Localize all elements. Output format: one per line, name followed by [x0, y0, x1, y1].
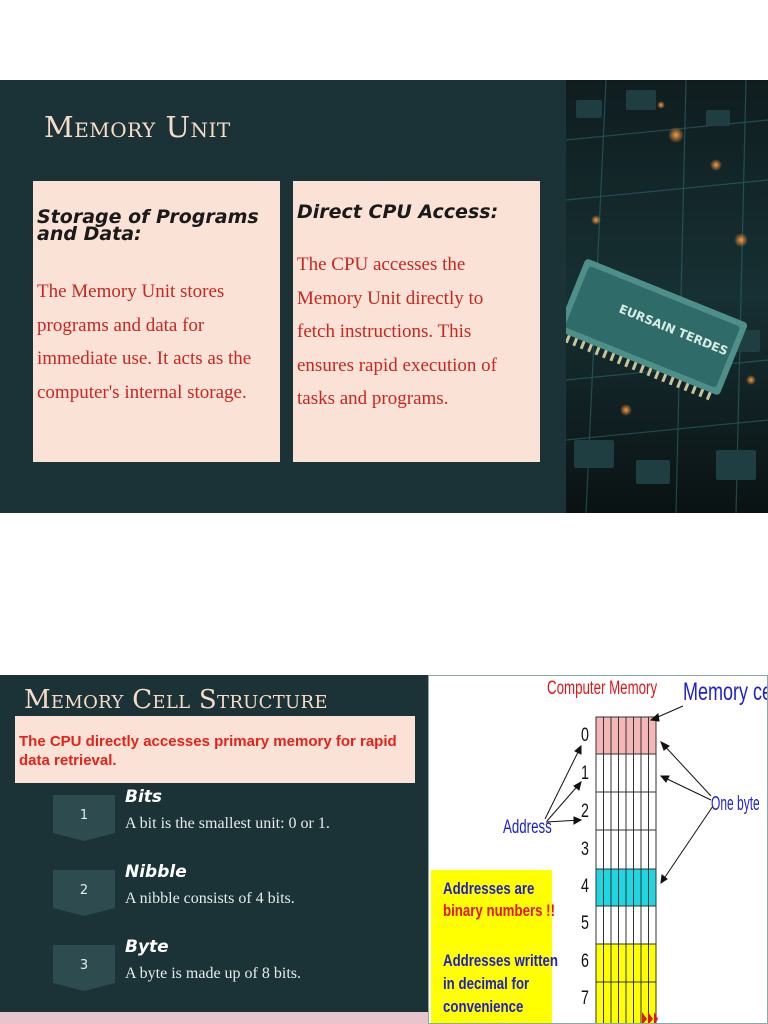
- address-note-box: Addresses are binary numbers !! Addresse…: [431, 870, 558, 1023]
- card-body-line: Memory Unit directly to: [297, 287, 484, 309]
- card-heading: Direct CPU Access:: [297, 201, 499, 223]
- card-body-line: programs and data for: [37, 314, 205, 336]
- memory-grid: [544, 705, 714, 1023]
- memory-unit-slide: Memory Unit Storage of Programs and Data…: [0, 80, 768, 513]
- card-body-line: tasks and programs.: [297, 388, 449, 409]
- list-item: 1 Bits A bit is the smallest unit: 0 or …: [0, 787, 428, 847]
- address-number: 1: [581, 763, 589, 784]
- memory-cell-slide: Memory Cell Structure The CPU directly a…: [0, 675, 428, 1024]
- item-label: Bits: [125, 787, 163, 807]
- memory-diagram: Computer Memory Memory cell One byte Add…: [428, 675, 768, 1024]
- hexagon-icon: [53, 795, 115, 841]
- card-body: The Memory Unit stores programs and data…: [37, 275, 276, 409]
- item-desc: A bit is the smallest unit: 0 or 1.: [125, 815, 330, 832]
- address-number: 4: [581, 876, 589, 897]
- card-body-line: computer's internal storage.: [37, 381, 247, 403]
- address-number: 2: [581, 801, 589, 822]
- card-body-line: ensures rapid execution of: [297, 354, 497, 376]
- card-body-line: The CPU accesses the: [297, 254, 466, 275]
- computer-memory-label: Computer Memory: [547, 678, 658, 699]
- card-heading: Storage of Programs and Data:: [37, 206, 276, 245]
- address-number: 3: [581, 839, 589, 860]
- card-body-line: fetch instructions. This: [297, 321, 472, 342]
- slide-title: Memory Cell Structure: [24, 685, 328, 715]
- item-label: Nibble: [125, 862, 187, 882]
- step-number: 1: [79, 808, 89, 823]
- address-number: 5: [581, 913, 589, 934]
- hexagon-icon: [53, 870, 115, 916]
- one-byte-label: One byte: [711, 793, 760, 815]
- card-body-line: immediate use. It acts as the: [37, 348, 252, 369]
- slide-title: Memory Unit: [44, 110, 231, 144]
- list-item: 3 Byte A byte is made up of 8 bits.: [0, 937, 428, 997]
- step-number: 3: [79, 958, 89, 973]
- note-line: convenience: [443, 997, 524, 1016]
- note-line: Addresses are: [443, 879, 535, 898]
- step-badge: 2: [53, 870, 115, 916]
- note-text: The CPU directly accesses primary memory…: [19, 733, 397, 769]
- circuit-board-illustration: EURSAIN TERDES: [566, 80, 768, 513]
- step-badge: 3: [53, 945, 115, 991]
- address-number: 7: [581, 988, 589, 1009]
- address-number: 6: [581, 951, 589, 972]
- note-line: binary numbers !!: [443, 901, 556, 920]
- cpu-access-card: Direct CPU Access: The CPU accesses the …: [293, 181, 540, 462]
- storage-card: Storage of Programs and Data: The Memory…: [33, 181, 280, 462]
- item-desc: A byte is made up of 8 bits.: [125, 965, 301, 982]
- list-item: 2 Nibble A nibble consists of 4 bits.: [0, 862, 428, 922]
- footer-strip: [0, 1012, 428, 1024]
- card-heading-line: Storage of Programs: [37, 206, 259, 228]
- note-line: in decimal for: [443, 974, 530, 993]
- step-badge: 1: [53, 795, 115, 841]
- card-body-line: The Memory Unit stores: [37, 281, 225, 302]
- item-label: Byte: [125, 937, 169, 957]
- address-label: Address: [503, 817, 552, 838]
- step-number: 2: [79, 883, 89, 898]
- hexagon-icon: [53, 945, 115, 991]
- memory-cell-label: Memory cell: [683, 678, 767, 706]
- item-desc: A nibble consists of 4 bits.: [125, 890, 295, 907]
- note-box: The CPU directly accesses primary memory…: [15, 716, 415, 783]
- circuit-board-photo: EURSAIN TERDES: [566, 80, 768, 513]
- card-heading-line: and Data:: [37, 223, 142, 245]
- card-body: The CPU accesses the Memory Unit directl…: [297, 248, 536, 416]
- note-line: Addresses written: [443, 951, 558, 970]
- address-number: 0: [581, 725, 589, 746]
